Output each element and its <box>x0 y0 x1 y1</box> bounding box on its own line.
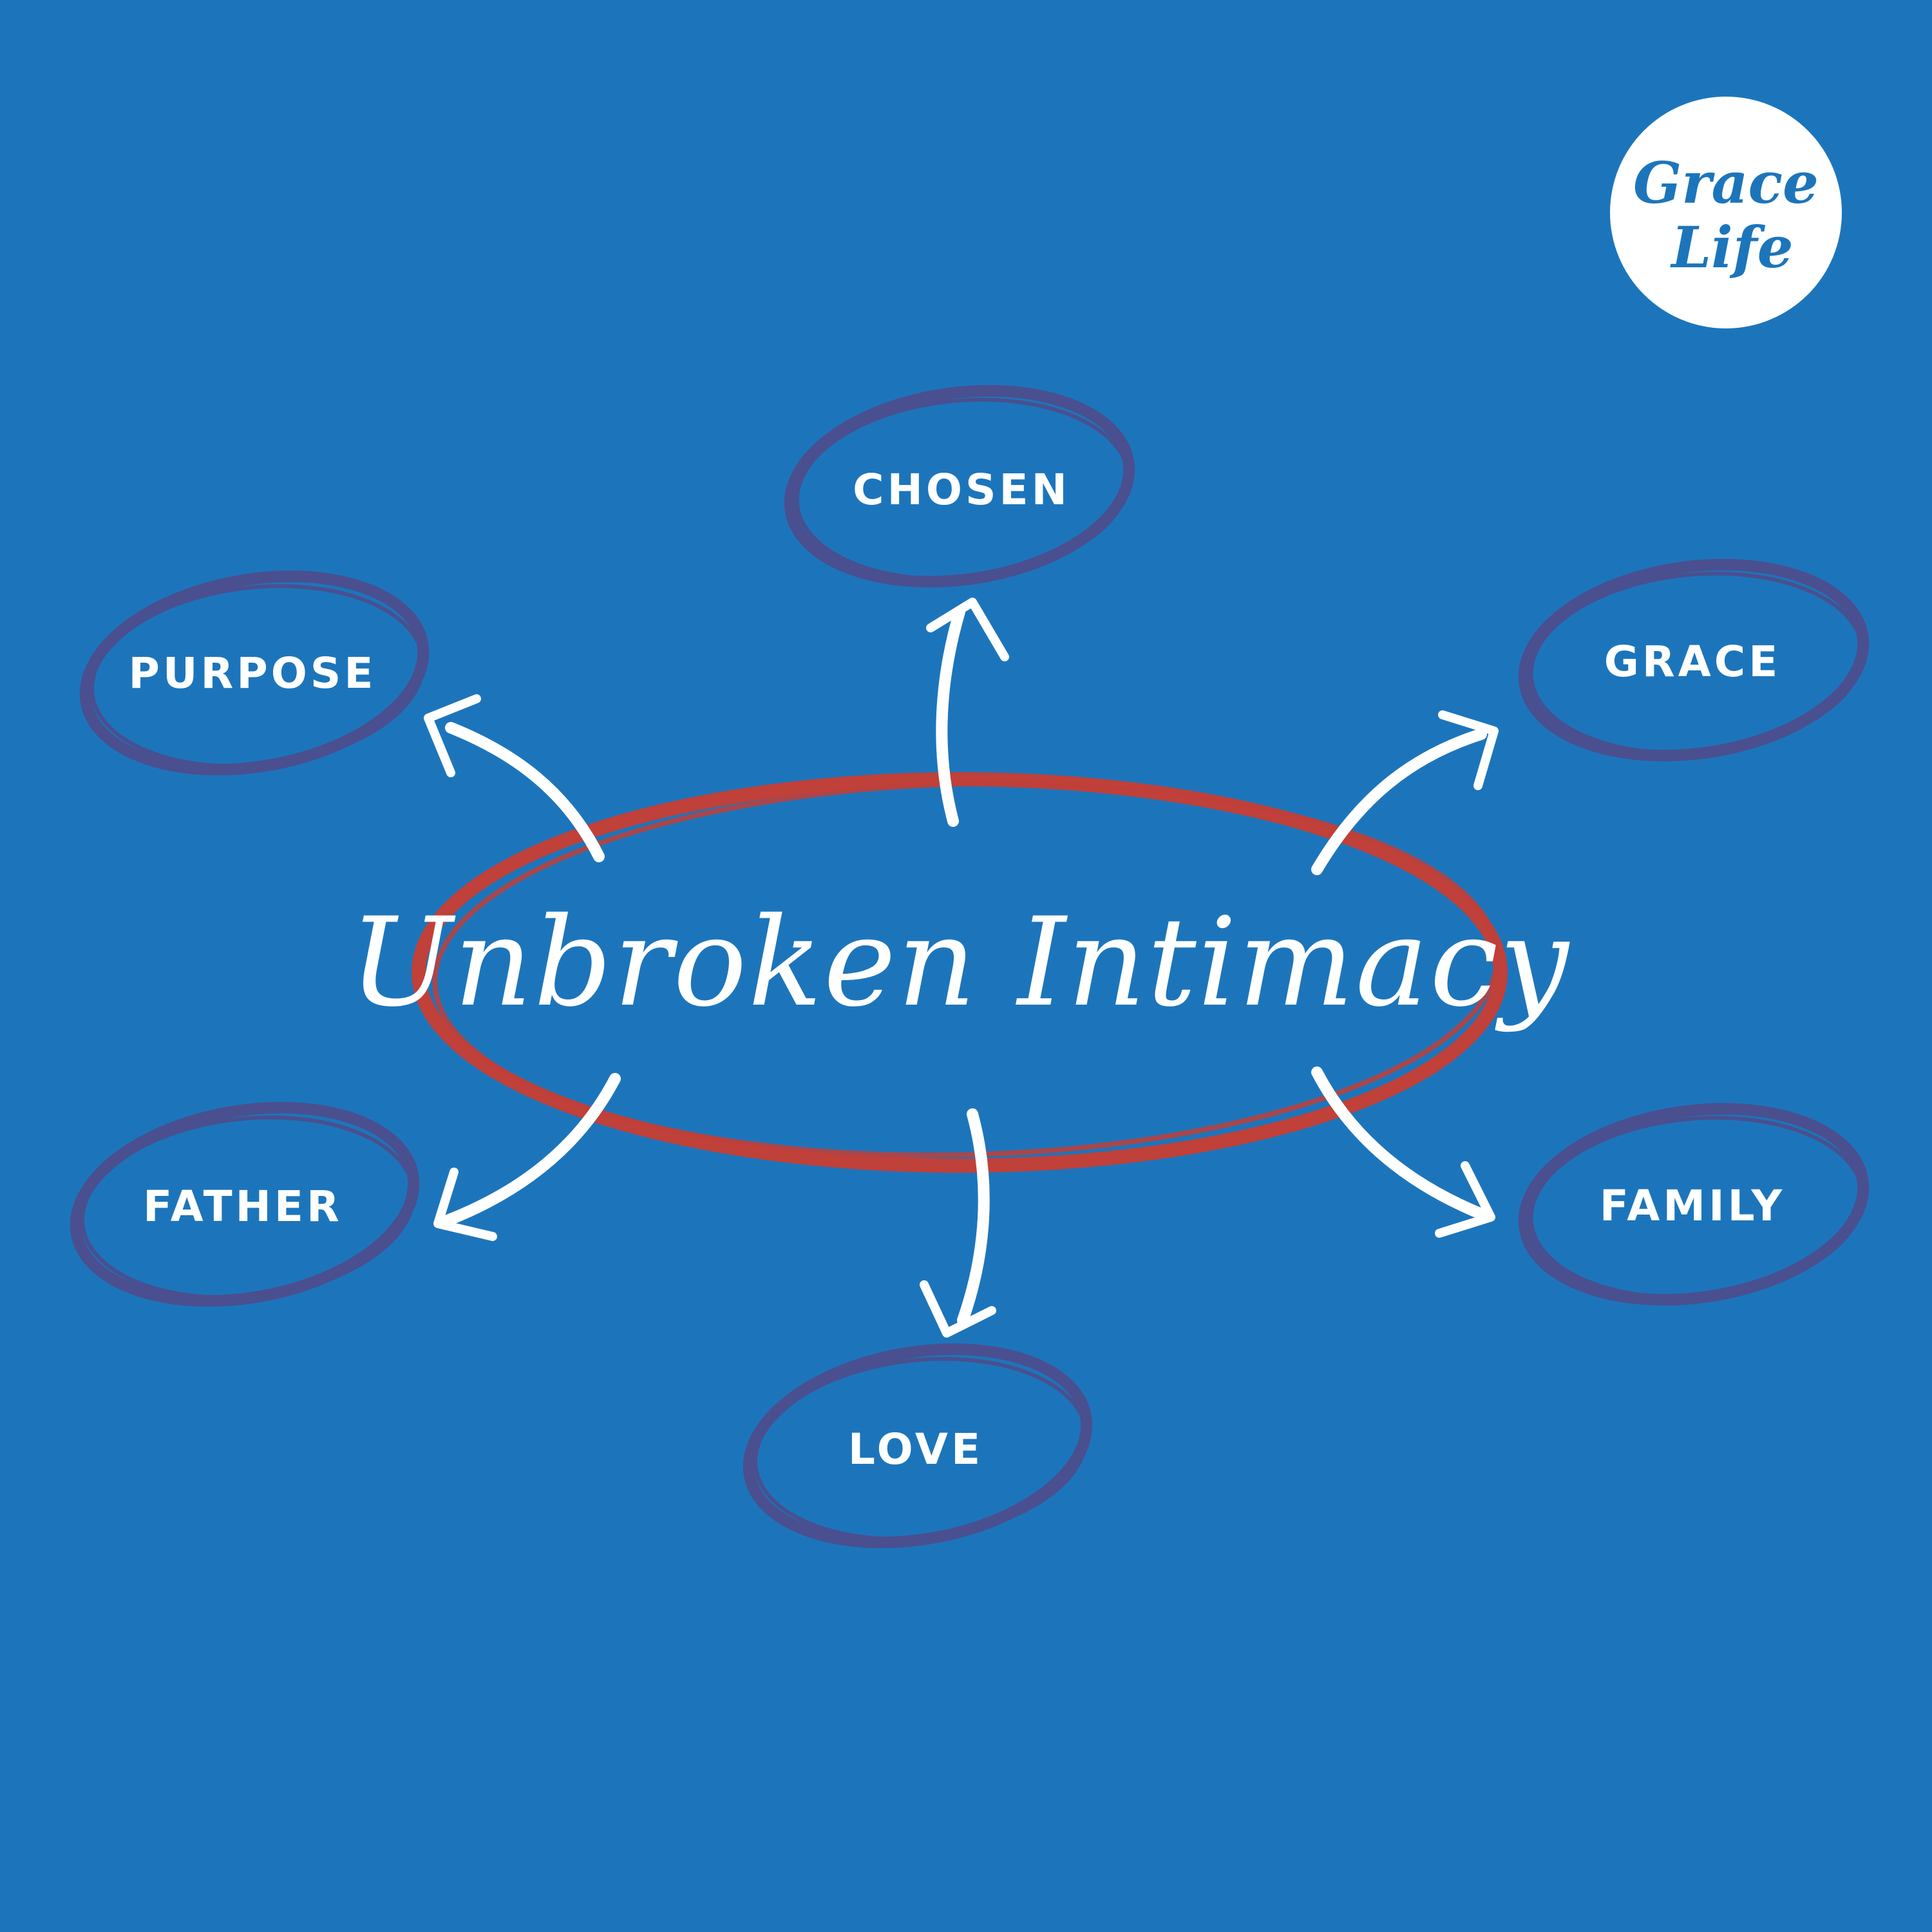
grace-life-logo-icon: Grace Life <box>1610 97 1842 328</box>
arrow-to-father <box>433 1073 621 1241</box>
arrow-to-grace-head <box>1438 710 1499 790</box>
arrow-to-purpose <box>424 694 605 862</box>
node-chosen-label: CHOSEN <box>853 465 1070 515</box>
node-grace-label: GRACE <box>1604 637 1781 687</box>
logo-line-life: Life <box>1669 214 1793 281</box>
center-title: Unbroken Intimacy <box>349 891 1570 1034</box>
logo-circle <box>1610 97 1842 328</box>
center-ring <box>412 772 1508 1173</box>
arrow-to-chosen-shaft <box>936 606 965 827</box>
arrow-to-purpose-shaft <box>445 722 605 862</box>
node-love-ring-inner <box>753 1357 1088 1541</box>
node-purpose: PURPOSE <box>79 570 430 776</box>
arrow-to-chosen <box>926 598 1009 827</box>
arrow-to-family-shaft <box>1311 1066 1487 1220</box>
node-grace-ring-inner <box>1529 571 1865 755</box>
arrow-to-family <box>1311 1066 1495 1238</box>
arrow-to-father-head <box>433 1168 497 1241</box>
arrow-to-love-shaft <box>957 1108 990 1326</box>
arrow-to-love-head <box>920 1280 996 1338</box>
arrow-to-love <box>920 1108 996 1338</box>
node-father-ring-inner <box>80 1115 415 1300</box>
arrow-to-chosen-head <box>926 598 1009 661</box>
logo-line-grace: Grace <box>1633 149 1819 216</box>
arrow-to-grace-shaft <box>1311 728 1487 875</box>
node-chosen: CHOSEN <box>784 384 1135 588</box>
arrow-to-father-shaft <box>442 1073 621 1226</box>
arrow-to-family-head <box>1435 1161 1495 1238</box>
node-love-label: LOVE <box>848 1425 983 1474</box>
node-family-ring-inner <box>1529 1115 1865 1300</box>
node-father-label: FATHER <box>143 1182 343 1231</box>
center-ring-outer <box>412 772 1508 1173</box>
node-family: FAMILY <box>1518 1103 1870 1306</box>
node-chosen-ring-inner <box>795 397 1131 582</box>
node-family-label: FAMILY <box>1600 1181 1785 1231</box>
node-love: LOVE <box>743 1343 1093 1549</box>
node-purpose-label: PURPOSE <box>129 649 377 698</box>
node-father: FATHER <box>70 1101 420 1307</box>
center-ring-inner <box>432 781 1500 1158</box>
node-grace: GRACE <box>1518 558 1870 762</box>
arrow-to-purpose-head <box>424 694 481 777</box>
node-purpose-ring-inner <box>90 584 425 768</box>
arrow-to-grace <box>1311 710 1499 875</box>
